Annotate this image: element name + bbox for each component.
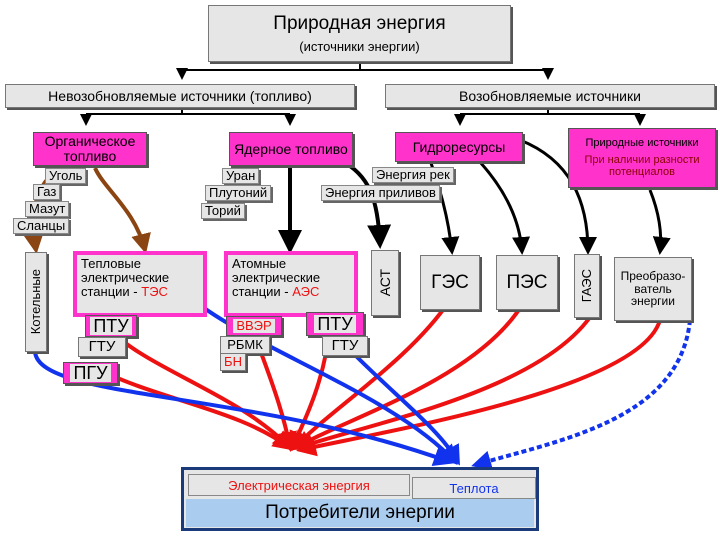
dashed-heat-arrow	[471, 319, 692, 471]
gtu2-box: ГТУ	[322, 336, 368, 356]
nuclear-plutonium: Плутоний	[205, 185, 272, 201]
gaes-label: ГАЭС	[579, 269, 595, 303]
aes-line2: электрические	[232, 270, 321, 285]
nuclear-arrows	[278, 158, 392, 254]
tes-line1: Тепловые	[81, 256, 141, 271]
boilers-box: Котельные	[25, 252, 47, 352]
ast-box: АСТ	[371, 250, 399, 316]
consumers-title: Потребители энергии	[186, 499, 534, 527]
bn-box: БН	[220, 353, 246, 371]
natural-sources-box: Природные источники При наличии разности…	[568, 128, 716, 188]
diagram-title: Природная энергия	[273, 12, 446, 34]
hydro-box: Гидроресурсы	[395, 132, 523, 162]
ptu2-box: ПТУ	[306, 312, 364, 336]
pgu-box: ПГУ	[63, 362, 118, 384]
converter-box: Преобразо-ватель энергии	[614, 257, 692, 321]
tes-abbrev: ТЭС	[141, 284, 168, 299]
pes-box: ПЭС	[496, 255, 558, 310]
nuclear-fuel-box: Ядерное топливо	[229, 132, 353, 166]
renewable-box: Возобновляемые источники	[385, 84, 715, 108]
natural-sources-label: Природные источники	[585, 136, 699, 149]
consumers-box: Электрическая энергия Теплота Потребител…	[181, 467, 539, 531]
organic-fuel-box: Органическое топливо	[33, 132, 147, 166]
tes-box: Тепловые электрические станции - ТЭС	[77, 255, 203, 313]
ptu2-label: ПТУ	[314, 314, 356, 334]
rbmk-box: РБМК	[220, 336, 270, 354]
tes-line2: электрические	[81, 270, 170, 285]
tes-line3: станции -	[81, 284, 142, 299]
vver-label: ВВЭР	[233, 319, 275, 333]
ges-box: ГЭС	[420, 255, 480, 310]
fuel-oil: Мазут	[25, 201, 70, 217]
nuclear-thorium: Торий	[201, 203, 245, 219]
ast-label: АСТ	[376, 269, 393, 297]
pgu-label: ПГУ	[70, 363, 111, 383]
tes-frame: Тепловые электрические станции - ТЭС	[73, 251, 207, 317]
nuclear-uranium: Уран	[222, 168, 260, 184]
nonrenewable-box: Невозобновляемые источники (топливо)	[5, 84, 355, 108]
natural-note: При наличии разности потенциалов	[584, 154, 700, 178]
fuel-shale: Сланцы	[13, 218, 70, 234]
title-box: Природная энергия (источники энергии)	[208, 5, 511, 62]
river-energy: Энергия рек	[372, 167, 454, 183]
gtu-box: ГТУ	[78, 337, 126, 357]
vver-box: ВВЭР	[226, 316, 282, 336]
electric-arrows	[99, 298, 662, 457]
aes-abbrev: АЭС	[292, 284, 320, 299]
tree-lines	[80, 62, 646, 126]
aes-line3: станции -	[232, 284, 293, 299]
diagram-subtitle: (источники энергии)	[299, 38, 420, 54]
aes-line1: Атомные	[232, 256, 287, 271]
electric-energy-label: Электрическая энергия	[188, 474, 410, 496]
gaes-box: ГАЭС	[574, 254, 600, 318]
heat-label: Теплота	[412, 477, 536, 499]
aes-frame: Атомные электрические станции - АЭС	[224, 251, 358, 317]
fuel-coal: Уголь	[45, 168, 87, 184]
aes-box: Атомные электрические станции - АЭС	[228, 255, 354, 313]
tidal-energy: Энергия приливов	[321, 185, 440, 201]
boilers-label: Котельные	[28, 269, 44, 335]
fuel-gas: Газ	[33, 184, 61, 200]
ptu-label: ПТУ	[90, 316, 132, 336]
ptu-box: ПТУ	[85, 315, 137, 337]
